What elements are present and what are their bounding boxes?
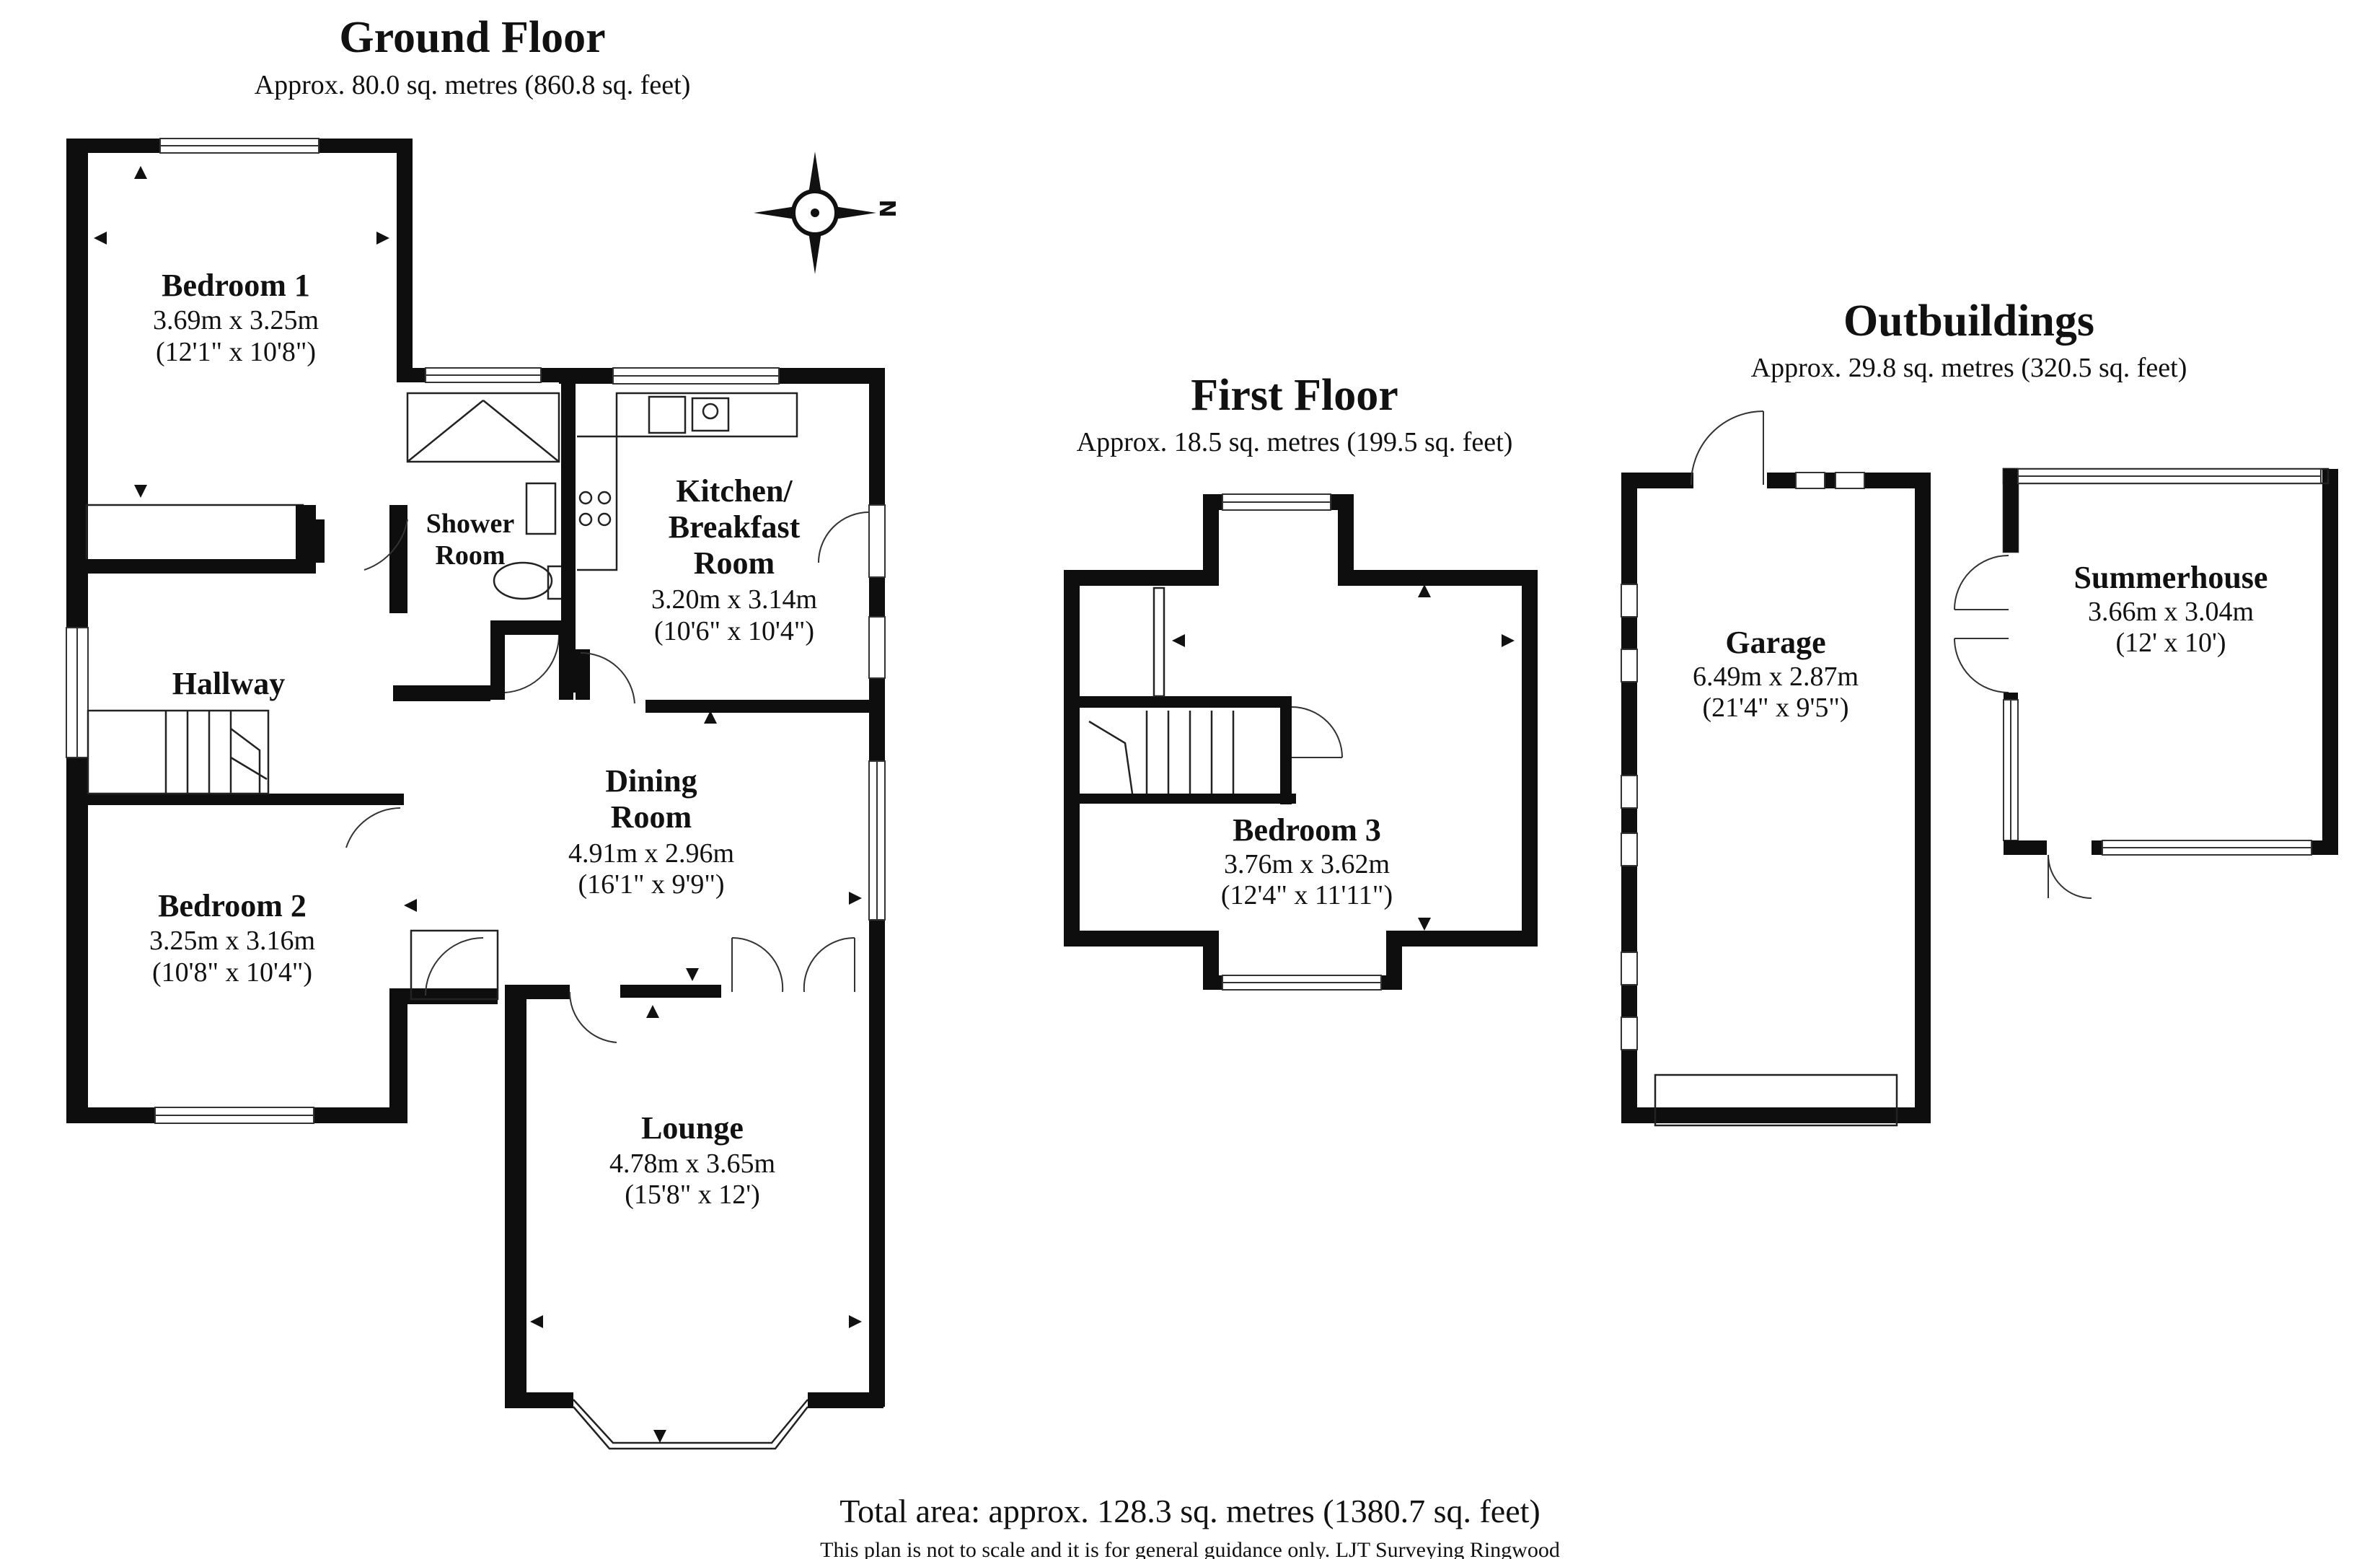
lounge-imperial: (15'8" x 12') xyxy=(625,1180,760,1210)
room-kitchen: Kitchen/ Breakfast Room 3.20m x 3.14m (1… xyxy=(651,473,817,646)
room-bedroom-3: Bedroom 3 3.76m x 3.62m (12'4" x 11'11") xyxy=(1221,812,1393,910)
lounge-name: Lounge xyxy=(641,1110,744,1146)
kitchen-line2: Breakfast xyxy=(669,509,801,545)
garage-name: Garage xyxy=(1725,625,1825,660)
shower-room-line2: Room xyxy=(435,540,505,571)
bedroom-1-metric: 3.69m x 3.25m xyxy=(153,305,319,335)
bedroom-2-metric: 3.25m x 3.16m xyxy=(149,926,315,956)
bedroom-3-name: Bedroom 3 xyxy=(1233,812,1381,848)
first-floor-plan xyxy=(1064,493,1538,991)
kitchen-imperial: (10'6" x 10'4") xyxy=(654,616,814,646)
garage-metric: 6.49m x 2.87m xyxy=(1693,662,1859,692)
hallway-name: Hallway xyxy=(172,666,285,701)
garage-imperial: (21'4" x 9'5") xyxy=(1702,693,1848,723)
stairs-first xyxy=(1088,711,1235,794)
lounge-metric: 4.78m x 3.65m xyxy=(609,1149,775,1179)
room-shower: Shower Room xyxy=(426,509,515,571)
first-floor-area: Approx. 18.5 sq. metres (199.5 sq. feet) xyxy=(1077,427,1513,457)
summerhouse-imperial: (12' x 10') xyxy=(2115,628,2226,658)
total-area: Total area: approx. 128.3 sq. metres (13… xyxy=(839,1493,1540,1529)
dining-line2: Room xyxy=(611,799,692,835)
outbuildings-area: Approx. 29.8 sq. metres (320.5 sq. feet) xyxy=(1751,353,2187,383)
stairs xyxy=(87,709,270,795)
dining-line1: Dining xyxy=(605,763,697,799)
ground-floor-area: Approx. 80.0 sq. metres (860.8 sq. feet) xyxy=(255,70,691,100)
compass-rose-icon: N xyxy=(754,151,902,274)
disclaimer: This plan is not to scale and it is for … xyxy=(820,1538,1560,1559)
kitchen-line1: Kitchen/ xyxy=(676,473,793,509)
bedroom-2-name: Bedroom 2 xyxy=(158,888,307,923)
dining-metric: 4.91m x 2.96m xyxy=(568,838,734,869)
room-bedroom-2: Bedroom 2 3.25m x 3.16m (10'8" x 10'4") xyxy=(149,888,315,988)
kitchen-line3: Room xyxy=(694,545,775,581)
bedroom-1-name: Bedroom 1 xyxy=(162,268,310,303)
dining-imperial: (16'1" x 9'9") xyxy=(578,869,724,900)
dimension-arrows-ground xyxy=(94,166,862,1443)
room-garage: Garage 6.49m x 2.87m (21'4" x 9'5") xyxy=(1693,625,1859,723)
dimension-arrows-first xyxy=(1172,584,1515,931)
compass-north-label: N xyxy=(876,199,902,217)
kitchen-metric: 3.20m x 3.14m xyxy=(651,584,817,615)
room-summerhouse: Summerhouse 3.66m x 3.04m (12' x 10') xyxy=(2074,560,2268,658)
summerhouse-metric: 3.66m x 3.04m xyxy=(2088,597,2254,627)
room-bedroom-1: Bedroom 1 3.69m x 3.25m (12'1" x 10'8") xyxy=(153,268,319,367)
ground-floor-plan xyxy=(66,138,886,1450)
bedroom-2-imperial: (10'8" x 10'4") xyxy=(152,957,312,988)
bedroom-3-metric: 3.76m x 3.62m xyxy=(1224,849,1390,879)
bedroom-3-imperial: (12'4" x 11'11") xyxy=(1221,880,1393,910)
outbuildings-title: Outbuildings xyxy=(1843,297,2094,346)
shower-room-line1: Shower xyxy=(426,509,515,539)
garage-plan xyxy=(1621,410,1931,1127)
first-floor-title: First Floor xyxy=(1191,371,1398,420)
summerhouse-name: Summerhouse xyxy=(2074,560,2268,595)
bedroom-1-imperial: (12'1" x 10'8") xyxy=(156,337,316,367)
ground-floor-title: Ground Floor xyxy=(339,13,605,62)
room-lounge: Lounge 4.78m x 3.65m (15'8" x 12') xyxy=(609,1110,775,1210)
summerhouse-plan xyxy=(1954,467,2338,899)
room-dining: Dining Room 4.91m x 2.96m (16'1" x 9'9") xyxy=(568,763,734,900)
